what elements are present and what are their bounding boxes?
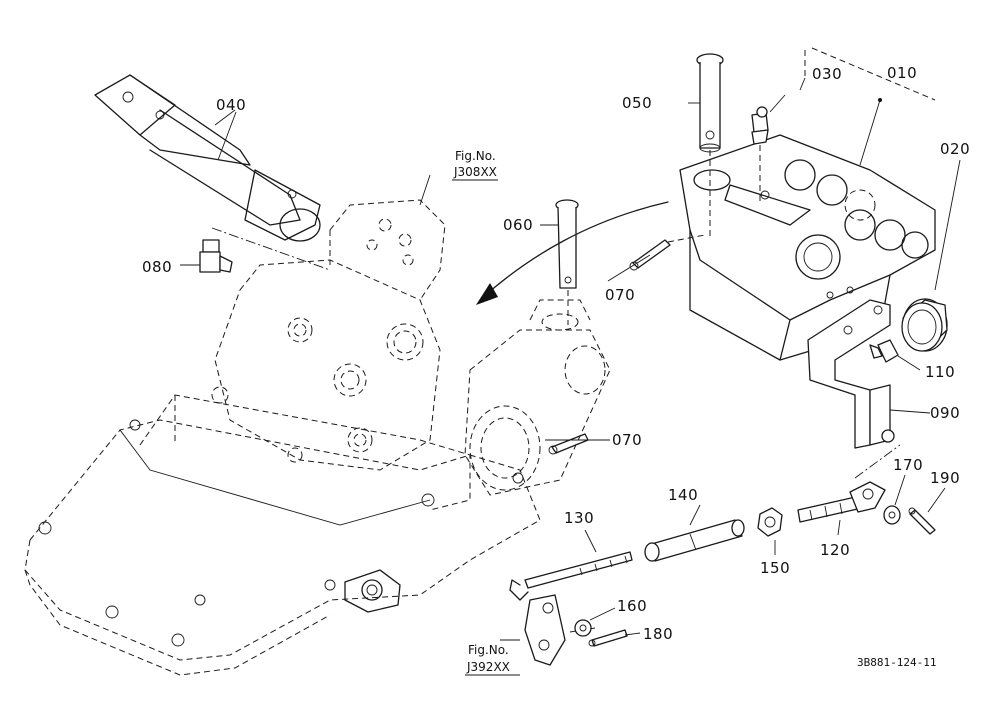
part-labels: 040 050 030 010 020 060 070 080 110 090 … [142, 64, 970, 643]
fig-ref-2-line1: Fig.No. [468, 643, 509, 657]
part-070-cotter-pin-lower [548, 433, 589, 455]
label-020: 020 [940, 140, 970, 158]
part-020-bushing [901, 159, 961, 352]
label-070-upper: 070 [605, 286, 635, 304]
main-housing [24, 199, 611, 676]
part-050-pin [696, 53, 724, 240]
label-040: 040 [216, 96, 246, 114]
part-030-grease-nipple [751, 106, 769, 205]
part-170-washer [883, 505, 901, 525]
figure-references: Fig.No. J308XX Fig.No. J392XX [453, 149, 510, 674]
label-090: 090 [930, 404, 960, 422]
fig-ref-2-line2: J392XX [466, 660, 510, 674]
label-130: 130 [564, 509, 594, 527]
leader-lines [217, 77, 946, 676]
part-180-cotter-pin [588, 629, 628, 647]
label-030: 030 [812, 65, 842, 83]
part-160-washer [574, 619, 592, 637]
label-080: 080 [142, 258, 172, 276]
part-150-nut [757, 507, 783, 537]
part-040-shaft [94, 74, 321, 242]
label-180: 180 [643, 625, 673, 643]
part-190-cotter-pin [908, 507, 936, 535]
part-140-turnbuckle [644, 519, 745, 562]
label-070-lower: 070 [612, 431, 642, 449]
label-110: 110 [925, 363, 955, 381]
label-160: 160 [617, 597, 647, 615]
fig-ref-1-line2: J308XX [453, 165, 497, 179]
part-060-pin [555, 199, 579, 325]
label-060: 060 [503, 216, 533, 234]
part-130-rod [509, 551, 633, 601]
label-050: 050 [622, 94, 652, 112]
part-110-bolt [869, 339, 921, 371]
label-120: 120 [820, 541, 850, 559]
label-140: 140 [668, 486, 698, 504]
assembly-arrow [476, 201, 669, 305]
drawing-code: 3B881-124-11 [857, 656, 936, 669]
part-090-bracket [807, 299, 895, 449]
label-150: 150 [760, 559, 790, 577]
label-170: 170 [893, 456, 923, 474]
part-120-rod-end [797, 444, 901, 523]
part-080-fitting [180, 227, 331, 273]
label-010: 010 [887, 64, 917, 82]
fig-ref-1-line1: Fig.No. [455, 149, 496, 163]
part-070-cotter-pin-upper [629, 234, 706, 271]
label-190: 190 [930, 469, 960, 487]
